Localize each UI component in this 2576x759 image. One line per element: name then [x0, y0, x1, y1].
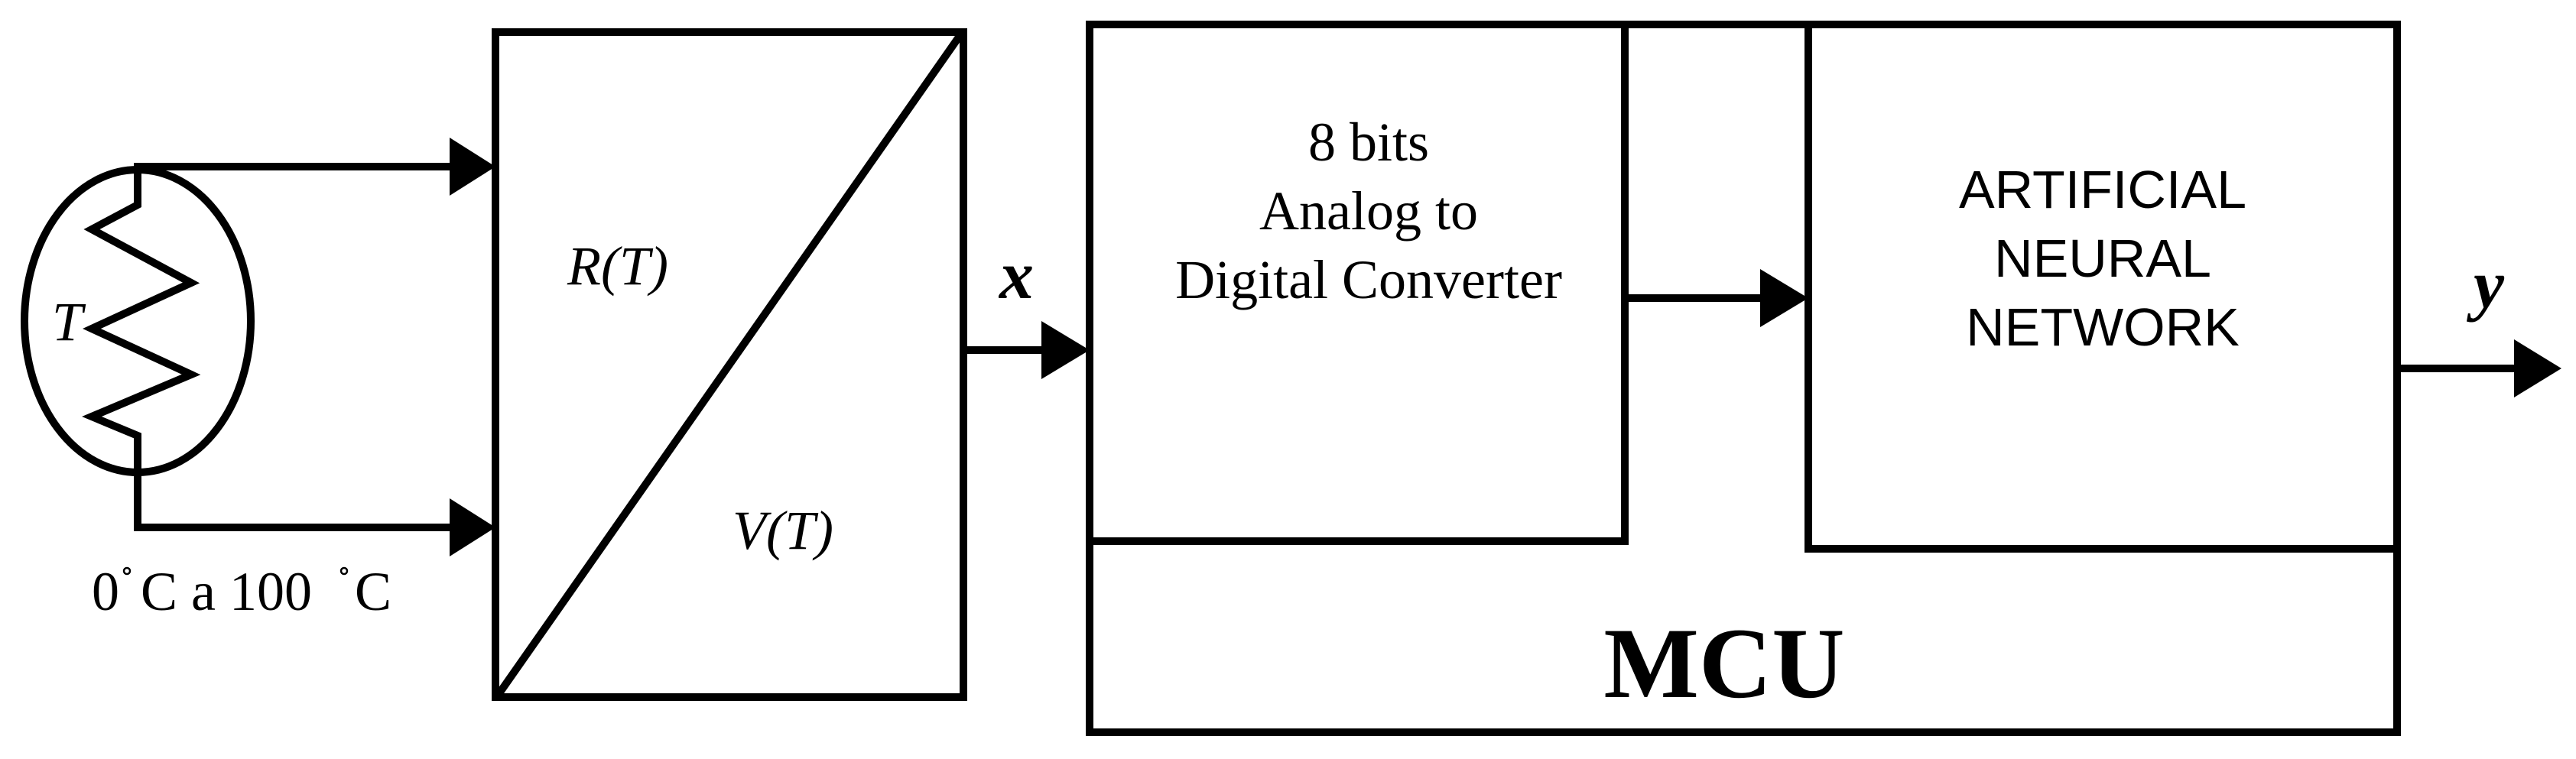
resistance-to-voltage-converter: R(T) V(T): [492, 28, 967, 701]
ann-line-2: NEURAL: [1994, 229, 2211, 288]
y-signal-arrowhead: [2514, 339, 2561, 397]
converter-label-bottom: V(T): [733, 500, 833, 561]
converter-diagonal: [495, 34, 963, 696]
range-middle: C a 100: [141, 561, 312, 622]
svg-text:0: 0: [92, 561, 119, 622]
upper-wire: [134, 163, 450, 205]
adc-line-3: Digital Converter: [1175, 249, 1562, 310]
lower-wire: [134, 436, 450, 531]
degree-mark-end: [339, 566, 349, 576]
adc-line-1: 8 bits: [1308, 112, 1429, 173]
degree-mark-start: [122, 566, 132, 576]
ann-box: [1804, 21, 2401, 553]
ann-line-3: NETWORK: [1966, 297, 2240, 357]
temperature-range-label: 0 C a 100 C: [92, 561, 391, 622]
upper-arrowhead: [450, 138, 495, 196]
thermistor-zigzag: [82, 164, 201, 474]
adc-line-2: Analog to: [1259, 180, 1478, 242]
lower-arrowhead: [450, 498, 495, 556]
adc-block: 8 bits Analog to Digital Converter: [1086, 21, 1629, 545]
range-end: C: [355, 561, 391, 622]
x-signal-arrowhead: [1041, 321, 1090, 379]
adc-to-ann-arrowhead: [1760, 269, 1808, 327]
range-start: 0: [92, 561, 119, 622]
svg-text:C: C: [355, 561, 391, 622]
mcu-label: MCU: [1603, 607, 1844, 719]
converter-label-top: R(T): [567, 235, 668, 297]
adc-box: [1086, 21, 1629, 545]
x-signal-label: x: [998, 238, 1034, 313]
thermistor-sensor: T: [21, 164, 255, 476]
converter-box: [492, 28, 967, 701]
ann-line-1: ARTIFICIAL: [1959, 160, 2246, 219]
ann-block: ARTIFICIAL NEURAL NETWORK: [1804, 21, 2401, 553]
sensor-symbol: T: [52, 291, 86, 352]
y-signal-label: y: [2466, 247, 2505, 323]
svg-text:C a 100: C a 100: [141, 561, 312, 622]
